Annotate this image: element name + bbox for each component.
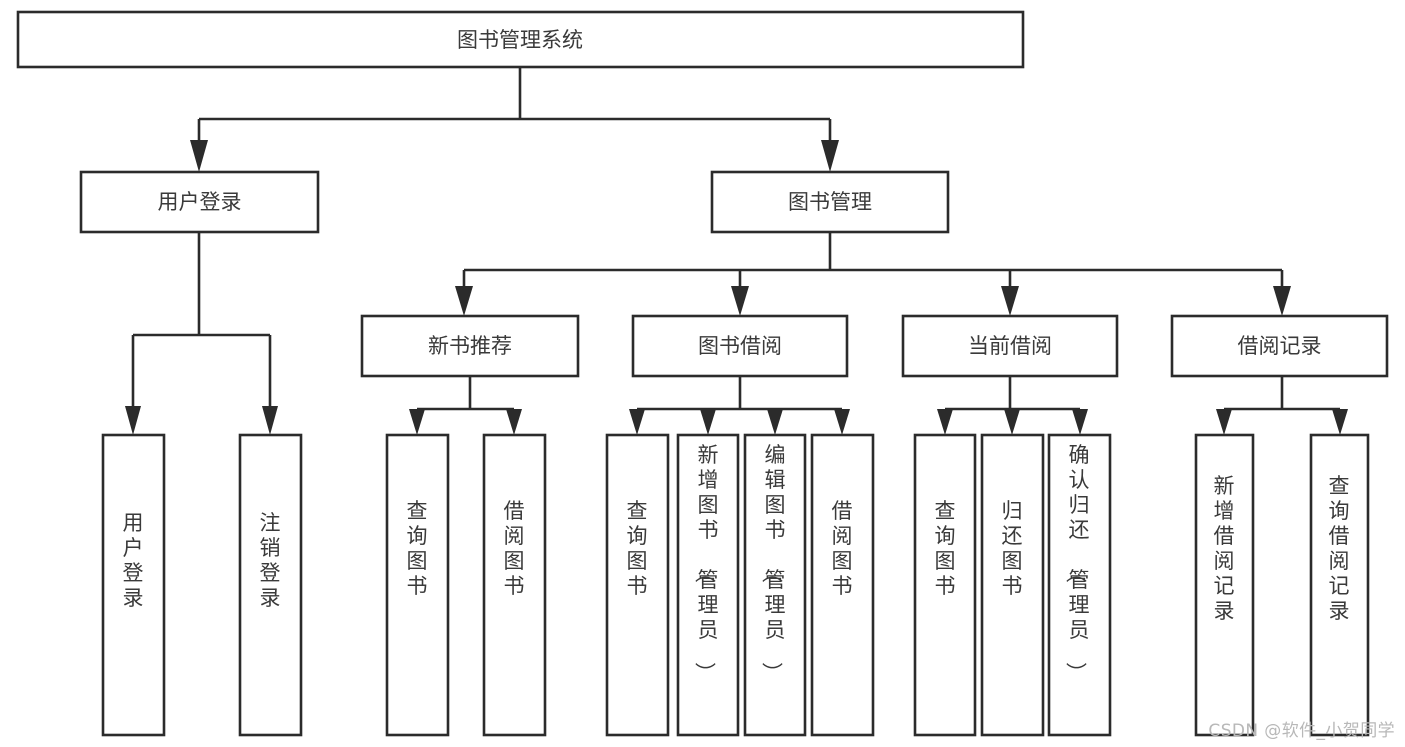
node-leaf-logout[interactable]: 注销登录 [238, 433, 303, 737]
node-new-book-rec[interactable]: 新书推荐 [360, 314, 580, 378]
node-leaf-add-book-label: 新增图书（管理员） [693, 443, 719, 683]
connector-layer [125, 67, 1348, 435]
node-user-login-label: 用户登录 [158, 190, 242, 214]
arrow-head-book-borrow [731, 286, 749, 316]
node-leaf-logout-label: 注销登录 [260, 511, 281, 610]
node-leaf-logout-box[interactable] [238, 433, 303, 737]
node-leaf-edit-book-label: 编辑图书（管理员） [760, 443, 786, 683]
node-leaf-edit-book[interactable]: 编辑图书（管理员） [743, 433, 807, 737]
node-leaf-user-login-label: 用户登录 [123, 511, 144, 610]
arrow-head-leaf-query-book-rec [409, 409, 425, 435]
node-leaf-borrow-book-rec-label: 借阅图书 [504, 499, 525, 598]
arrow-head-current-borrow [1001, 286, 1019, 316]
node-book-manage-box[interactable] [710, 170, 950, 234]
node-leaf-borrow-book-b[interactable]: 借阅图书 [810, 433, 875, 737]
node-book-borrow[interactable]: 图书借阅 [631, 314, 849, 378]
node-leaf-query-book-c[interactable]: 查询图书 [913, 433, 977, 737]
arrow-head-leaf-edit-book [767, 409, 783, 435]
arrow-head-leaf-logout [262, 406, 278, 435]
arrow-head-leaf-return-book [1004, 409, 1020, 435]
node-leaf-return-book-box[interactable] [980, 433, 1045, 737]
arrow-head-borrow-record [1273, 286, 1291, 316]
arrow-head-user-login [190, 140, 208, 172]
node-leaf-query-book-b-label: 查询图书 [627, 499, 648, 598]
node-leaf-query-record-label: 查询借阅记录 [1329, 474, 1350, 623]
node-leaf-query-book-rec-label: 查询图书 [407, 499, 428, 598]
arrow-head-book-manage [821, 140, 839, 172]
arrow-head-leaf-query-book-c [937, 409, 953, 435]
node-leaf-user-login-box[interactable] [101, 433, 166, 737]
node-leaf-query-book-c-label: 查询图书 [935, 499, 956, 598]
arrow-head-leaf-query-book-b [629, 409, 645, 435]
node-leaf-confirm-return-label: 确认归还（管理员） [1064, 443, 1090, 683]
node-leaf-borrow-book-rec[interactable]: 借阅图书 [482, 433, 547, 737]
node-borrow-record-box[interactable] [1170, 314, 1389, 378]
node-user-login[interactable]: 用户登录 [79, 170, 320, 234]
node-leaf-query-record[interactable]: 查询借阅记录 [1309, 433, 1370, 737]
node-leaf-query-book-rec-box[interactable] [385, 433, 450, 737]
leaf-layer: 用户登录 注销登录 查询图书 借阅图书 查询图书 新增图书（管理员） [101, 433, 1370, 737]
arrow-head-leaf-user-login [125, 406, 141, 435]
arrow-head-leaf-confirm-return [1072, 409, 1088, 435]
node-leaf-borrow-book-rec-box[interactable] [482, 433, 547, 737]
arrow-head-leaf-borrow-book-b [834, 409, 850, 435]
node-root-box[interactable] [16, 10, 1025, 69]
node-leaf-query-book-b[interactable]: 查询图书 [605, 433, 670, 737]
node-leaf-add-record-label: 新增借阅记录 [1214, 474, 1235, 623]
node-leaf-edit-book-box[interactable] [743, 433, 807, 737]
node-leaf-confirm-return-box[interactable] [1047, 433, 1112, 737]
arrow-head-leaf-borrow-book-rec [506, 409, 522, 435]
node-leaf-query-book-c-box[interactable] [913, 433, 977, 737]
node-leaf-user-login[interactable]: 用户登录 [101, 433, 166, 737]
arrow-head-leaf-query-record [1332, 409, 1348, 435]
node-root[interactable]: 图书管理系统 [16, 10, 1025, 69]
node-user-login-box[interactable] [79, 170, 320, 234]
node-leaf-add-record[interactable]: 新增借阅记录 [1194, 433, 1255, 737]
node-leaf-borrow-book-b-box[interactable] [810, 433, 875, 737]
arrow-head-leaf-add-record [1216, 409, 1232, 435]
node-leaf-return-book[interactable]: 归还图书 [980, 433, 1045, 737]
node-new-book-rec-box[interactable] [360, 314, 580, 378]
node-current-borrow[interactable]: 当前借阅 [901, 314, 1119, 378]
node-book-manage[interactable]: 图书管理 [710, 170, 950, 234]
node-new-book-rec-label: 新书推荐 [428, 334, 512, 358]
node-leaf-confirm-return[interactable]: 确认归还（管理员） [1047, 433, 1112, 737]
node-leaf-return-book-label: 归还图书 [1002, 499, 1023, 598]
node-leaf-add-record-box[interactable] [1194, 433, 1255, 737]
node-root-label: 图书管理系统 [457, 28, 583, 52]
arrow-head-new-book-rec [455, 286, 473, 316]
node-book-manage-label: 图书管理 [788, 190, 872, 214]
node-current-borrow-box[interactable] [901, 314, 1119, 378]
node-borrow-record[interactable]: 借阅记录 [1170, 314, 1389, 378]
node-leaf-query-record-box[interactable] [1309, 433, 1370, 737]
node-current-borrow-label: 当前借阅 [968, 334, 1052, 358]
watermark-text: CSDN @软件_小贺同学 [1208, 721, 1395, 741]
node-leaf-add-book-box[interactable] [676, 433, 740, 737]
node-borrow-record-label: 借阅记录 [1238, 334, 1322, 358]
node-leaf-borrow-book-b-label: 借阅图书 [832, 499, 853, 598]
arrow-head-leaf-add-book [700, 409, 716, 435]
node-leaf-add-book[interactable]: 新增图书（管理员） [676, 433, 740, 737]
node-leaf-query-book-rec[interactable]: 查询图书 [385, 433, 450, 737]
node-book-borrow-box[interactable] [631, 314, 849, 378]
node-book-borrow-label: 图书借阅 [698, 334, 782, 358]
node-leaf-query-book-b-box[interactable] [605, 433, 670, 737]
